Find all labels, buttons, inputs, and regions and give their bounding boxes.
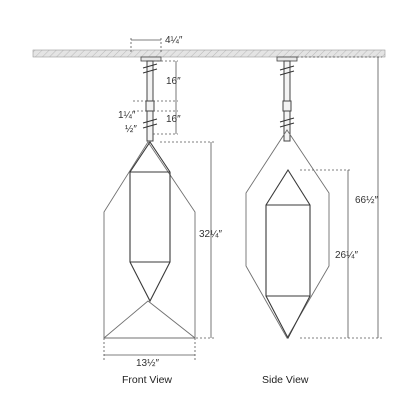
front-canopy [140, 56, 162, 62]
dim-body-height [300, 169, 352, 339]
front-rod-connector [145, 100, 155, 112]
dim-canopy-width [130, 38, 162, 52]
side-view-label: Side View [262, 374, 309, 386]
side-outer-shade [245, 129, 330, 339]
dim-fixture-height-label: 32¼″ [199, 228, 222, 240]
dim-body-height-label: 26¼″ [335, 249, 358, 261]
dim-overall-height [297, 56, 382, 339]
dim-fixture-height [160, 141, 215, 339]
dim-rod-vertical [133, 60, 178, 135]
front-view-label: Front View [122, 374, 172, 386]
front-shade-panel [103, 300, 196, 339]
dim-rod-lower-label: 16″ [166, 114, 181, 125]
dim-overall-height-label: 66½″ [355, 195, 378, 206]
side-rod-connector [282, 100, 292, 112]
dim-rod-short-label: ½″ [125, 124, 137, 135]
side-rod-break-upper [279, 65, 295, 76]
dim-fixture-width-label: 13½″ [136, 358, 159, 369]
dim-rod-upper-label: 16″ [166, 76, 181, 87]
ceiling [32, 49, 386, 58]
side-canopy [276, 56, 298, 62]
dim-canopy-width-label: 4¼″ [165, 34, 183, 46]
dim-rod-connector-label: 1¼″ [118, 109, 136, 121]
side-rod-break-lower [279, 117, 295, 128]
side-view: 26¼″ 66½″ Side View [245, 56, 382, 386]
front-rod-break-upper [142, 63, 158, 74]
dim-fixture-width [103, 338, 196, 360]
front-rod-break-lower [142, 118, 158, 129]
front-outer-shade [103, 141, 196, 339]
front-view: 4¼″ 16″ 1¼″ 16″ ½″ 32¼″ 13½″ Fro [103, 34, 222, 386]
